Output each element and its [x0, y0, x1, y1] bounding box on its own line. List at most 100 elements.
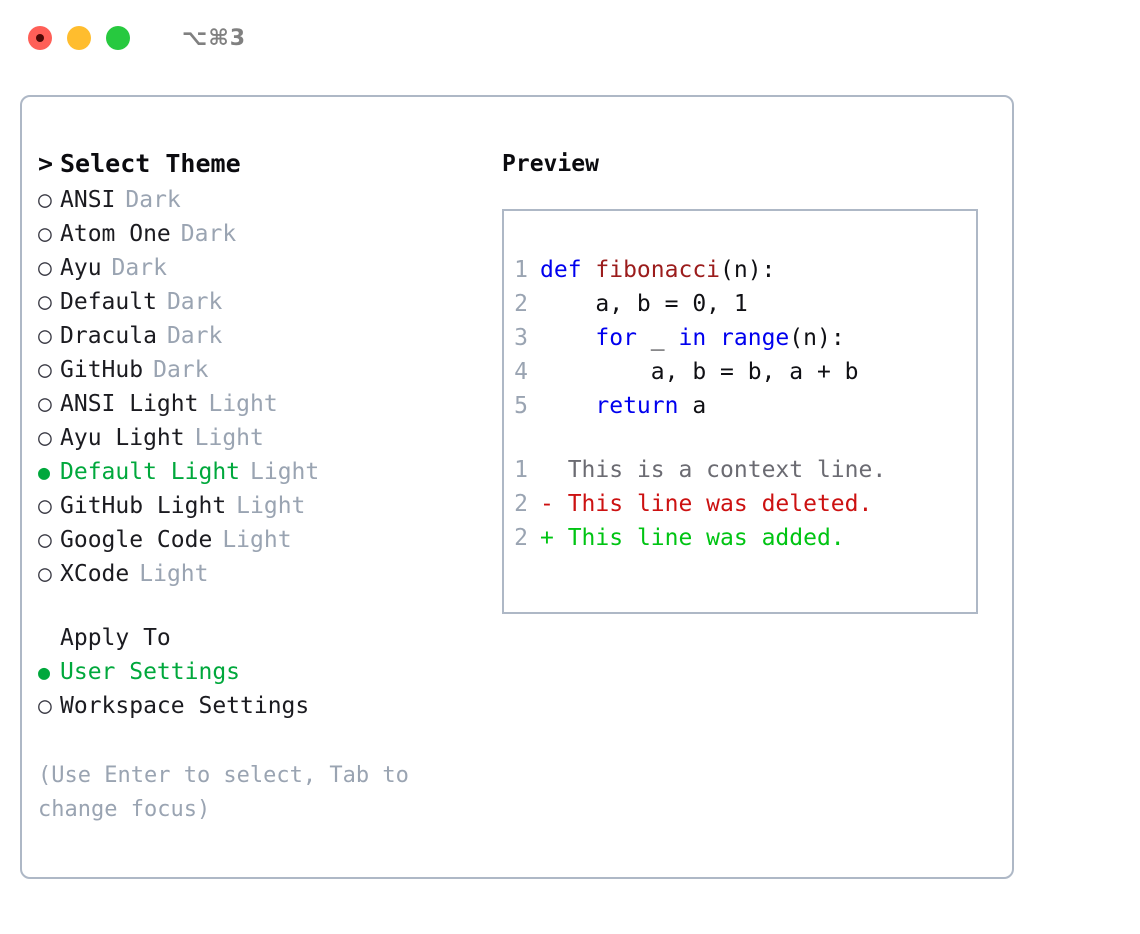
theme-list-item-tag: Light	[194, 425, 264, 451]
diff-line-text: - This line was deleted.	[540, 487, 872, 521]
diff-line-number: 2	[514, 491, 528, 517]
code-line: 2 a, b = 0, 1	[504, 287, 976, 321]
zoom-button[interactable]	[106, 26, 130, 50]
code-line-number: 5	[514, 393, 528, 419]
code-token: range	[720, 325, 790, 351]
theme-list-item-tag: Light	[236, 493, 306, 519]
keyboard-hint: (Use Enter to select, Tab to change focu…	[38, 763, 409, 822]
theme-list-item-label: XCode	[60, 561, 130, 587]
theme-list-item[interactable]: ○ ANSI Light Light	[38, 387, 488, 421]
code-line: 3 for _ in range(n):	[504, 321, 976, 355]
radio-selected-icon: ●	[38, 660, 51, 684]
diff-text: This is a context line.	[553, 457, 887, 483]
theme-list-item-tag: Dark	[125, 187, 181, 213]
code-token: a, b = 0, 1	[540, 291, 748, 317]
radio-unselected-icon: ○	[38, 561, 52, 587]
traffic-light-group	[28, 26, 130, 50]
code-line-number: 2	[514, 291, 528, 317]
apply-to-item[interactable]: ○Workspace Settings	[38, 689, 488, 723]
diff-sign: +	[540, 525, 554, 551]
minimize-button[interactable]	[67, 26, 91, 50]
radio-unselected-icon: ○	[38, 527, 52, 553]
radio-unselected-icon: ○	[38, 255, 52, 281]
diff-text: This line was deleted.	[553, 491, 873, 517]
theme-list-item[interactable]: ○ GitHub Dark	[38, 353, 488, 387]
theme-list-item-label: Google Code	[60, 527, 213, 553]
code-line-number: 3	[514, 325, 528, 351]
theme-list-item-label: ANSI Light	[60, 391, 199, 417]
radio-unselected-icon: ○	[38, 391, 52, 417]
apply-to-item[interactable]: ●User Settings	[38, 655, 488, 689]
caret-icon: >	[38, 149, 54, 178]
close-button[interactable]	[28, 26, 52, 50]
radio-unselected-icon: ○	[38, 187, 52, 213]
radio-unselected-icon: ○	[38, 323, 52, 349]
diff-sign: -	[540, 491, 554, 517]
diff-line-text: + This line was added.	[540, 521, 845, 555]
radio-unselected-icon: ○	[38, 221, 52, 247]
code-token: fibonacci	[595, 257, 721, 283]
theme-list-item[interactable]: ○ Atom One Dark	[38, 217, 488, 251]
theme-picker-title: Select Theme	[60, 149, 241, 178]
code-token: a	[678, 393, 707, 419]
radio-unselected-icon: ○	[38, 493, 52, 519]
theme-list-item-label: Atom One	[60, 221, 171, 247]
theme-list-item-tag: Dark	[166, 289, 223, 315]
diff-line: 2- This line was deleted.	[504, 487, 976, 521]
theme-list-item-tag: Dark	[180, 221, 237, 247]
diff-text: This line was added.	[553, 525, 845, 551]
theme-list-item[interactable]: ○ Google Code Light	[38, 523, 488, 557]
code-token: for	[595, 325, 637, 351]
theme-list-item-label: Dracula	[60, 323, 157, 349]
diff-line-number: 1	[514, 457, 528, 483]
theme-picker-header: > Select Theme	[38, 145, 488, 183]
code-token: in	[678, 325, 707, 351]
code-line-text: a, b = 0, 1	[540, 287, 748, 321]
code-line-text: for _ in range(n):	[540, 321, 845, 355]
diff-line-number: 2	[514, 525, 528, 551]
code-token	[706, 325, 720, 351]
code-token	[540, 325, 595, 351]
radio-unselected-icon: ○	[38, 357, 52, 383]
theme-list-item[interactable]: ○ ANSI Dark	[38, 183, 488, 217]
theme-list-item-tag: Light	[139, 561, 209, 587]
theme-list-item-label: GitHub Light	[60, 493, 227, 519]
code-line-text: return a	[540, 389, 706, 423]
theme-list-item-label: Ayu	[60, 255, 102, 281]
code-token: (n):	[720, 257, 776, 283]
radio-unselected-icon: ○	[38, 425, 52, 451]
theme-list-item[interactable]: ○ GitHub Light Light	[38, 489, 488, 523]
code-line-number: 4	[514, 359, 528, 385]
apply-to-title: Apply To	[60, 625, 171, 651]
code-token: (n):	[789, 325, 845, 351]
code-token: return	[595, 393, 679, 419]
theme-list-item[interactable]: ○ XCode Light	[38, 557, 488, 591]
code-token: _	[636, 325, 679, 351]
radio-unselected-icon: ○	[38, 693, 52, 719]
code-token: a, b = b, a + b	[540, 359, 859, 385]
theme-list-item-tag: Light	[208, 391, 278, 417]
diff-sign	[540, 457, 554, 483]
theme-list-item-tag: Dark	[153, 357, 209, 383]
preview-title: Preview	[502, 151, 599, 177]
diff-line: 2 + This line was added.	[504, 521, 976, 555]
theme-list-item-label: ANSI	[60, 187, 116, 213]
diff-sample: 1 This is a context line.2- This line wa…	[504, 453, 976, 555]
apply-to-list: ●User Settings○Workspace Settings	[38, 655, 488, 723]
radio-selected-icon: ●	[38, 460, 51, 484]
theme-list-item-tag: Light	[222, 527, 292, 553]
theme-list-item-label: GitHub	[60, 357, 144, 383]
code-line-number: 1	[514, 257, 528, 283]
